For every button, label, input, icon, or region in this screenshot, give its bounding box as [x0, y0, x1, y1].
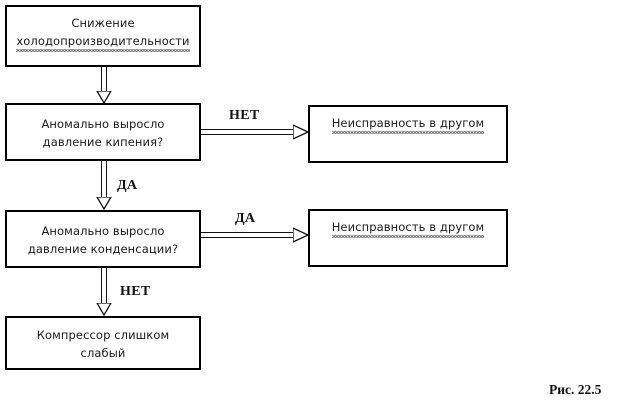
arrow-head: [95, 196, 113, 211]
edge-label-q2-result: НЕТ: [120, 284, 151, 299]
arrow-q2-to-other2: [201, 226, 310, 244]
arrow-q1-to-other1: [201, 123, 310, 141]
arrow-start-to-q1: [95, 67, 113, 105]
edge-label-q1-other1: НЕТ: [229, 108, 260, 123]
node-q2-line1: Аномально выросло: [41, 224, 165, 238]
node-other2-text: Неисправность в другом: [310, 218, 506, 238]
node-result-line1: Компрессор слишком: [36, 328, 170, 342]
arrowhead-right-icon: [292, 226, 310, 244]
edge-label-q2-other2: ДА: [235, 211, 256, 226]
arrow-q1-to-q2: [95, 161, 113, 211]
arrowhead-right-icon: [292, 123, 310, 141]
arrow-head: [292, 226, 310, 244]
node-other1-text: Неисправность в другом: [310, 114, 506, 134]
arrow-q2-to-result: [95, 268, 113, 317]
arrow-shaft: [201, 232, 296, 238]
node-q1-text: Аномально выросло давление кипения?: [7, 115, 199, 151]
node-other1-line1: Неисправность в другом: [331, 116, 485, 134]
node-start-line2: холодопроизводительности: [16, 34, 190, 52]
node-q1-line2: давление кипения?: [42, 135, 164, 149]
node-q2-line2: давление конденсации?: [27, 242, 179, 256]
edge-label-q1-q2: ДА: [117, 178, 138, 193]
arrow-shaft: [101, 67, 107, 93]
flowchart-node-other2: Неисправность в другом: [308, 209, 508, 267]
arrowhead-down-icon: [95, 90, 113, 105]
flowchart-node-result: Компрессор слишком слабый: [5, 316, 201, 370]
flowchart-node-start: Снижение холодопроизводительности: [5, 5, 201, 67]
node-result-line2: слабый: [80, 346, 126, 360]
flowchart-node-q2: Аномально выросло давление конденсации?: [5, 210, 201, 268]
flowchart-node-q1: Аномально выросло давление кипения?: [5, 103, 201, 161]
node-q2-text: Аномально выросло давление конденсации?: [7, 222, 199, 258]
arrowhead-down-icon: [95, 196, 113, 211]
arrow-head: [292, 123, 310, 141]
node-other2-line1: Неисправность в другом: [331, 220, 485, 238]
node-result-text: Компрессор слишком слабый: [7, 326, 199, 362]
arrow-shaft: [201, 129, 296, 135]
arrow-head: [95, 302, 113, 317]
arrowhead-down-icon: [95, 302, 113, 317]
arrow-shaft: [101, 268, 107, 305]
arrow-shaft: [101, 161, 107, 199]
arrow-head: [95, 90, 113, 105]
figure-caption: Рис. 22.5: [549, 382, 602, 397]
node-start-line1: Снижение: [71, 16, 135, 30]
node-q1-line1: Аномально выросло: [41, 117, 165, 131]
flowchart-node-other1: Неисправность в другом: [308, 105, 508, 163]
node-start-text: Снижение холодопроизводительности: [7, 14, 199, 52]
